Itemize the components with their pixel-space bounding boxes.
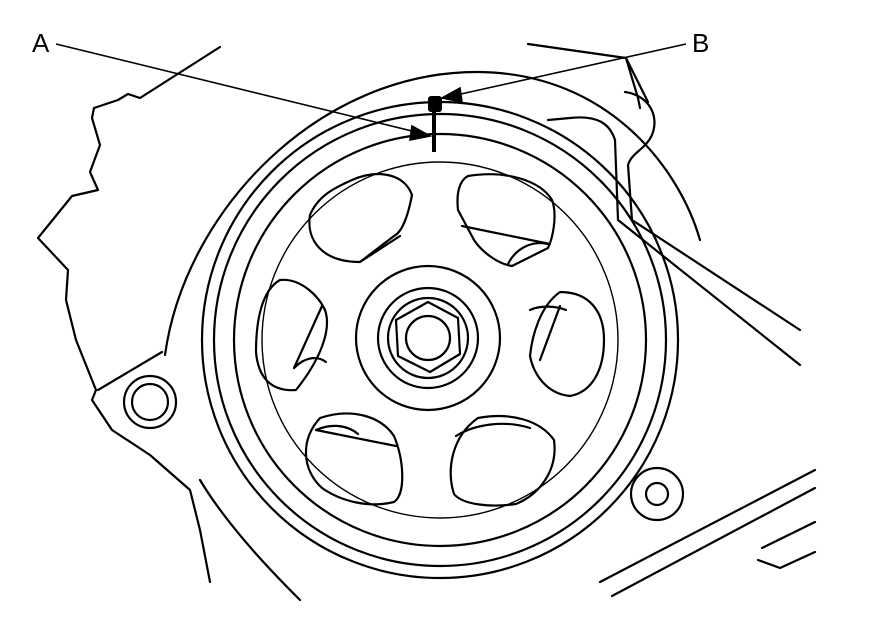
spoke-window-1	[308, 173, 414, 264]
pulley-bolt-hex	[394, 300, 462, 374]
leader-arrow-a	[409, 124, 433, 142]
spoke-window-4	[528, 290, 606, 398]
mounting-boss-outer	[122, 374, 178, 430]
spoke-shade-5b	[314, 424, 360, 436]
spoke-shade-1	[358, 234, 402, 264]
oil-pan-edge-3	[760, 520, 817, 550]
spoke-shade-6	[454, 422, 532, 438]
spoke-shade-2b	[506, 242, 550, 266]
oil-pan-edge-2	[610, 486, 817, 598]
spoke-shade-3b	[292, 356, 328, 370]
pointer-mark	[428, 96, 442, 112]
spoke-shade-3	[292, 304, 324, 370]
housing-arc-lower	[198, 478, 302, 602]
spoke-shade-4	[538, 304, 562, 362]
pulley-outer-rim	[200, 100, 680, 580]
pulley-bolt-head	[404, 314, 452, 362]
leader-arrow-b	[439, 86, 463, 104]
spoke-windows	[254, 173, 606, 507]
leader-line-a	[55, 43, 421, 134]
callout-label-a: A	[32, 28, 50, 58]
oil-pan-edge-1	[598, 468, 817, 584]
spoke-window-2	[456, 173, 556, 268]
hub-inner	[376, 286, 480, 390]
spoke-shade-4b	[528, 305, 568, 312]
spoke-window-6	[449, 414, 556, 507]
callout-label-b: B	[692, 28, 709, 58]
spoke-window-5	[304, 412, 404, 506]
pulley-groove-ring	[212, 112, 668, 568]
block-edge-line	[96, 350, 164, 392]
engine-block-outline	[36, 45, 222, 584]
oil-pan-edge-4	[756, 550, 817, 570]
leader-line-b	[451, 43, 687, 97]
timing-cover-edge	[624, 56, 650, 104]
bolt-boss-inner	[644, 481, 670, 507]
bolt-boss-outer	[629, 466, 685, 522]
mounting-boss-inner	[130, 382, 170, 422]
spoke-shade-5	[314, 428, 398, 448]
pulley-inner-rim	[232, 132, 648, 548]
spoke-window-3	[254, 278, 329, 392]
hub-washer	[386, 296, 470, 380]
timing-cover-boss	[623, 90, 802, 332]
spoke-shade-2	[460, 224, 552, 246]
hub-outer	[354, 264, 502, 412]
timing-cover-upper	[526, 42, 642, 110]
housing-arc	[163, 70, 702, 357]
pulley-web-circle	[261, 161, 619, 519]
timing-cover-inner	[546, 116, 802, 367]
